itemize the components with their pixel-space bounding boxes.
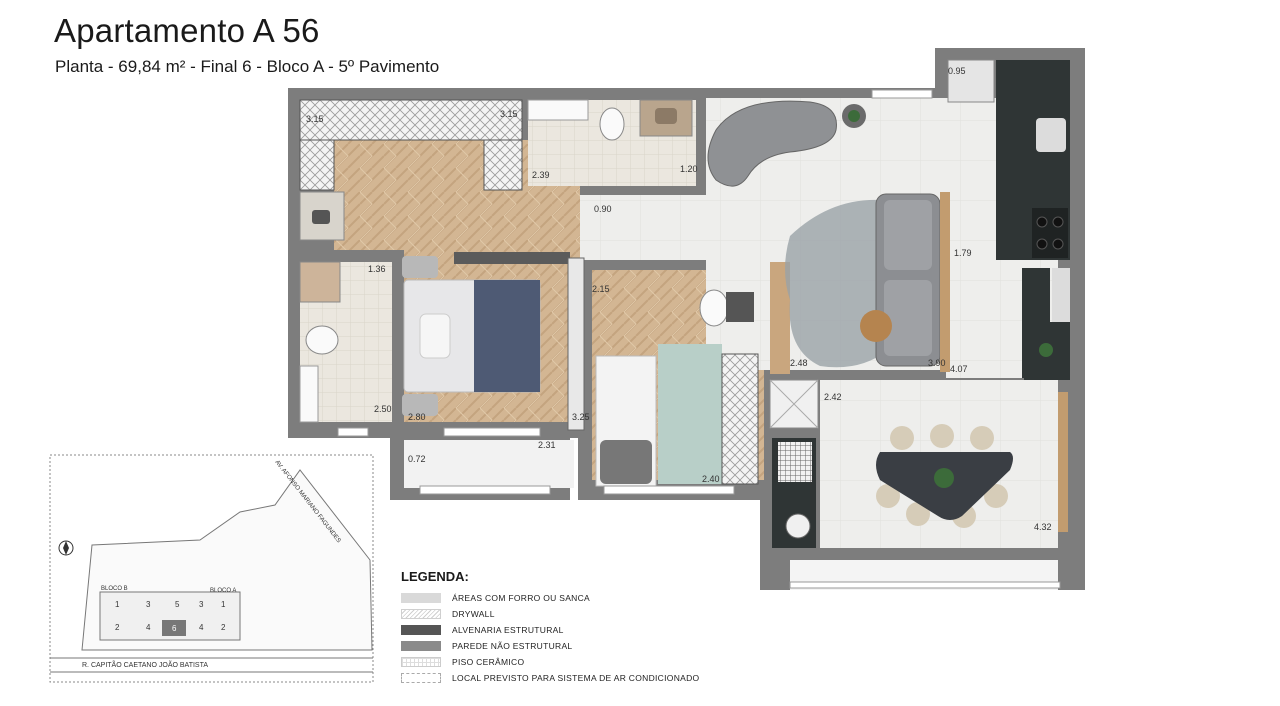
toilet-icon <box>305 325 339 355</box>
site-map: BLOCO B BLOCO A 1 3 5 3 1 2 4 6 4 2 R. C… <box>49 454 374 683</box>
swatch-ar <box>401 673 441 683</box>
dim-label: 2.80 <box>408 412 426 422</box>
dim-label: 2.48 <box>790 358 808 368</box>
swatch-forro <box>401 593 441 603</box>
dining-panel <box>1058 392 1068 532</box>
street-bottom-label: R. CAPITÃO CAETANO JOÃO BATISTA <box>82 660 208 669</box>
dim-label: 2.31 <box>538 440 556 450</box>
closet-top <box>299 99 523 141</box>
curved-sofa <box>707 100 837 187</box>
swatch-drywall <box>401 609 441 619</box>
unit-label: 5 <box>175 600 180 609</box>
dim-label: 4.32 <box>1034 522 1052 532</box>
unit-label: 3 <box>199 600 204 609</box>
dim-label: 4.07 <box>950 364 968 374</box>
unit-label: 2 <box>221 623 226 632</box>
dim-label: 1.36 <box>368 264 386 274</box>
unit-label: 4 <box>146 623 151 632</box>
legend-label: PAREDE NÃO ESTRUTURAL <box>452 641 573 651</box>
legend-item: LOCAL PREVISTO PARA SISTEMA DE AR CONDIC… <box>401 670 699 686</box>
dim-label: 3.90 <box>928 358 946 368</box>
dim-label: 2.40 <box>702 474 720 484</box>
bloco-a-label: BLOCO A <box>210 588 236 594</box>
legend-label: LOCAL PREVISTO PARA SISTEMA DE AR CONDIC… <box>452 673 700 683</box>
kitchen <box>947 59 1070 380</box>
legend: LEGENDA: ÁREAS COM FORRO OU SANCA DRYWAL… <box>401 569 699 686</box>
bedroom-2 <box>595 262 790 487</box>
dim-label: 2.15 <box>592 284 610 294</box>
dim-label: 3.25 <box>572 412 590 422</box>
closet-left <box>299 139 335 191</box>
dim-label: 2.39 <box>532 170 550 180</box>
sofa <box>875 192 950 372</box>
shower-glass <box>299 365 319 423</box>
unit-label: 1 <box>221 600 226 609</box>
dim-label: 0.90 <box>594 204 612 214</box>
legend-item: ALVENARIA ESTRUTURAL <box>401 622 699 638</box>
legend-item: ÁREAS COM FORRO OU SANCA <box>401 590 699 606</box>
bath-counter <box>299 261 341 303</box>
windows <box>337 89 1061 589</box>
swatch-parede <box>401 641 441 651</box>
swatch-piso <box>401 657 441 667</box>
dim-label: 0.95 <box>948 66 966 76</box>
bloco-b-label: BLOCO B <box>101 586 128 592</box>
unit-label: 6 <box>172 624 177 633</box>
unit-label: 2 <box>115 623 120 632</box>
legend-label: PISO CERÂMICO <box>452 657 525 667</box>
sink-master-icon <box>312 210 330 224</box>
wardrobe-column <box>567 257 585 431</box>
bath-top <box>527 99 693 141</box>
legend-label: ÁREAS COM FORRO OU SANCA <box>452 593 591 603</box>
dining-table <box>876 424 1013 528</box>
legend-label: ALVENARIA ESTRUTURAL <box>452 625 564 635</box>
unit-label: 4 <box>199 623 204 632</box>
page-title: Apartamento A 56 <box>54 12 320 49</box>
unit-label: 3 <box>146 600 151 609</box>
page-subtitle: Planta - 69,84 m² - Final 6 - Bloco A - … <box>55 57 440 76</box>
coffee-table <box>860 310 892 342</box>
dim-label: 0.72 <box>408 454 426 464</box>
dim-label: 1.79 <box>954 248 972 258</box>
legend-item: PAREDE NÃO ESTRUTURAL <box>401 638 699 654</box>
legend-item: PISO CERÂMICO <box>401 654 699 670</box>
dim-label: 2.50 <box>374 404 392 414</box>
closet-right <box>483 139 523 191</box>
legend-label: DRYWALL <box>452 609 495 619</box>
swatch-alvenaria <box>401 625 441 635</box>
dim-label: 3.15 <box>306 114 324 124</box>
service-area <box>769 379 819 548</box>
dim-label: 3.15 <box>500 109 518 119</box>
legend-title: LEGENDA: <box>401 569 469 584</box>
dim-label: 2.42 <box>824 392 842 402</box>
dim-label: 1.20 <box>680 164 698 174</box>
unit-label: 1 <box>115 600 120 609</box>
legend-item: DRYWALL <box>401 606 699 622</box>
master-bed <box>402 252 570 416</box>
